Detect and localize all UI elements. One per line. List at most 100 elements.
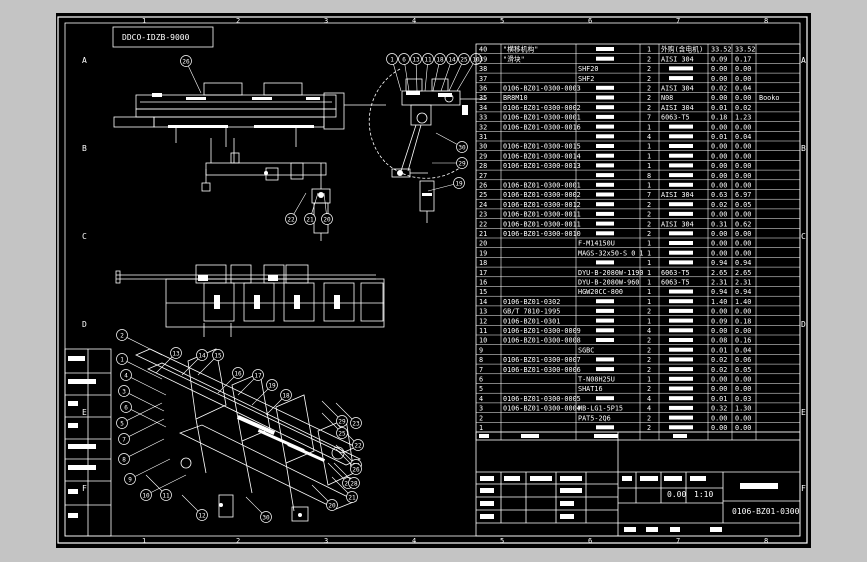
bom-glyph <box>596 328 614 333</box>
bom-cell-mat: AISI 304 <box>661 104 694 112</box>
bom-glyph <box>596 211 614 216</box>
bom-cell-w2: 0.04 <box>735 85 751 93</box>
bom-cell-w2: 0.00 <box>735 424 751 432</box>
bom-cell-qty: 7 <box>647 114 651 122</box>
leader-line <box>448 58 465 92</box>
bom-cell-mat: 外购(含电机) <box>661 45 703 54</box>
bom-cell-w2: 0.04 <box>735 346 751 354</box>
grid-top-label: 1 <box>142 17 146 25</box>
grid-left-label: F <box>82 484 87 493</box>
bom-cell-w1: 1.40 <box>711 298 727 306</box>
bom-cell-w1: 0.00 <box>711 414 727 422</box>
bom-cell-no: 29 <box>479 152 487 160</box>
grid-right-label: C <box>801 232 806 241</box>
bom-cell-no: 4 <box>479 395 483 403</box>
callout-circle <box>456 141 468 153</box>
bom-cell-no: 22 <box>479 220 487 228</box>
bom-glyph <box>596 56 614 61</box>
grid-bottom-label: 3 <box>324 537 328 545</box>
bom-header-glyph <box>673 434 687 438</box>
callout-number: 20 <box>328 503 336 510</box>
bom-cell-mat: AISI 304 <box>661 55 694 63</box>
callout-circle <box>170 347 182 359</box>
bom-cell-qty: 1 <box>647 317 651 325</box>
outer-frame <box>57 16 808 544</box>
bom-cell-w2: 1.30 <box>735 405 751 413</box>
callout-number: 12 <box>198 513 206 520</box>
bom-cell-qty: 1 <box>647 298 651 306</box>
callout-number: 3 <box>122 389 126 396</box>
leader-line <box>123 438 165 460</box>
bom-cell-w2: 0.00 <box>735 308 751 316</box>
grid-right-label: D <box>801 320 806 329</box>
bom-glyph <box>669 415 693 420</box>
callout-circle <box>120 401 132 413</box>
bom-cell-w1: 0.00 <box>711 65 727 73</box>
bom-cell-name: DYU-B-2080W-1190 <box>578 269 643 277</box>
bom-cell-qty: 2 <box>647 94 651 102</box>
bom-cell-w1: 0.08 <box>711 337 727 345</box>
bom-cell-no: 25 <box>479 191 487 199</box>
bom-cell-no: 8 <box>479 356 483 364</box>
bom-cell-w2: 0.00 <box>735 240 751 248</box>
bom-cell-qty: 4 <box>647 395 651 403</box>
callout-circle <box>252 369 264 381</box>
detail-view <box>344 68 486 223</box>
bom-cell-w2: 0.00 <box>735 94 751 102</box>
isometric-view-fill <box>219 415 326 517</box>
bom-cell-no: 26 <box>479 182 487 190</box>
bom-glyph <box>596 299 614 304</box>
bom-glyph <box>669 299 693 304</box>
callout-circle <box>118 433 130 445</box>
callout-circle <box>410 53 422 65</box>
revision-strip-glyphs <box>68 356 96 518</box>
bom-cell-w2: 0.00 <box>735 211 751 219</box>
bom-cell-w1: 0.00 <box>711 182 727 190</box>
bom-cell-no: 18 <box>479 259 487 267</box>
bom-cell-qty: 2 <box>647 385 651 393</box>
bom-glyph <box>669 338 693 342</box>
bom-cell-code: 0106-BZ01-0300-0012 <box>503 201 581 209</box>
callout-number: 22 <box>354 443 362 450</box>
callout-number: 5 <box>120 421 124 428</box>
callout-number: 18 <box>282 393 290 400</box>
callout-circle <box>346 491 358 503</box>
bom-glyph <box>669 241 693 245</box>
bom-cell-no: 3 <box>479 405 483 413</box>
bom-glyph <box>669 260 693 265</box>
bom-cell-qty: 1 <box>647 123 651 131</box>
bom-cell-w1: 0.02 <box>711 201 727 209</box>
callout-number: 14 <box>198 353 206 360</box>
callout-number: 10 <box>142 493 150 500</box>
callout-number: 17 <box>254 373 262 380</box>
bom-cell-code: 0106-BZ01-0300-0013 <box>503 162 581 170</box>
bom-cell-no: 40 <box>479 46 487 54</box>
bom-cell-code: 0106-BZ01-0300-0011 <box>503 211 581 219</box>
bom-glyph <box>596 182 614 187</box>
bom-cell-no: 35 <box>479 94 487 102</box>
bom-cell-w2: 0.94 <box>735 288 751 296</box>
callout-number: 13 <box>172 351 180 358</box>
bom-cell-code: 0106-BZ01-0300-0004 <box>503 405 581 413</box>
inner-frame <box>64 22 801 537</box>
bom-cell-no: 7 <box>479 366 483 374</box>
bom-cell-code: 0106-BZ01-0300-0002 <box>503 104 581 112</box>
bom-cell-qty: 2 <box>647 85 651 93</box>
leader-line <box>125 406 167 428</box>
bom-glyph <box>669 289 693 294</box>
callout-circle <box>350 463 362 475</box>
bom-glyph <box>669 202 693 207</box>
bom-cell-w1: 0.00 <box>711 385 727 393</box>
bom-cell-mat: N08 <box>661 94 673 102</box>
bom-cell-code: 0106-BZ01-0300-0003 <box>503 85 581 93</box>
bom-cell-w2: 0.16 <box>735 337 751 345</box>
callout-number: 26 <box>352 467 360 474</box>
bom-glyph <box>669 250 693 255</box>
bom-cell-w1: 2.65 <box>711 269 727 277</box>
bom-cell-code: "横移机构" <box>503 45 538 54</box>
